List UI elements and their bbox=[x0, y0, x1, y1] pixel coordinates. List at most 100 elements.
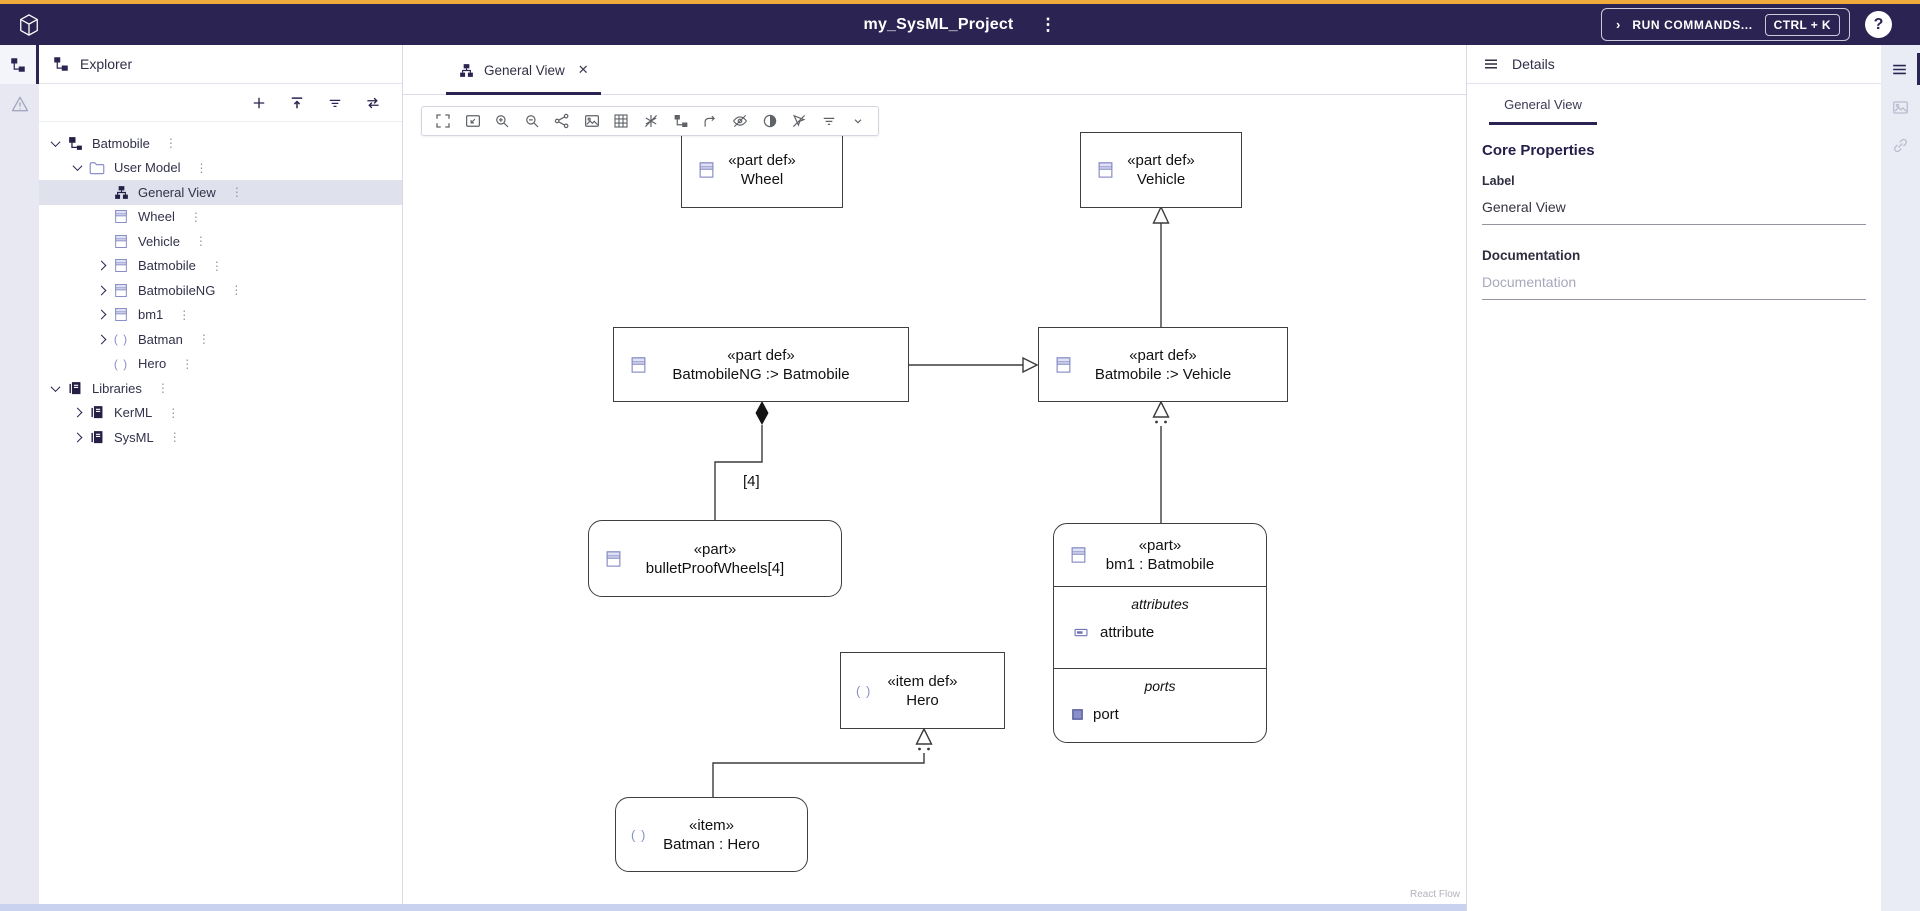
horizontal-scrollbar[interactable] bbox=[0, 904, 1466, 911]
help-button[interactable]: ? bbox=[1865, 11, 1892, 38]
share-button[interactable] bbox=[553, 112, 571, 130]
item-menu-kebab-icon[interactable]: ⋮ bbox=[178, 307, 191, 322]
diagram-canvas[interactable]: [4] «part def» Wheel «part def» bbox=[403, 95, 1466, 904]
item-menu-kebab-icon[interactable]: ⋮ bbox=[194, 234, 207, 249]
core-properties-heading: Core Properties bbox=[1482, 142, 1595, 159]
chevron-right-icon[interactable] bbox=[91, 334, 111, 345]
item-menu-kebab-icon[interactable]: ⋮ bbox=[210, 258, 223, 273]
grid-toggle-button[interactable] bbox=[612, 112, 630, 130]
node-hero[interactable]: ( ) «item def» Hero bbox=[840, 652, 1005, 729]
chevron-right-icon[interactable] bbox=[91, 260, 111, 271]
fit-view-button[interactable] bbox=[464, 112, 482, 130]
item-menu-kebab-icon[interactable]: ⋮ bbox=[168, 430, 181, 445]
details-strip-button[interactable] bbox=[1881, 53, 1920, 85]
chevron-right-icon[interactable] bbox=[67, 432, 87, 443]
tree-item-batmobile-project[interactable]: Batmobile ⋮ bbox=[39, 131, 402, 156]
zoom-in-button[interactable] bbox=[493, 112, 511, 130]
tree-item-vehicle[interactable]: Vehicle ⋮ bbox=[39, 229, 402, 254]
attribute-row[interactable]: attribute bbox=[1054, 624, 1266, 641]
hide-elements-button[interactable] bbox=[731, 112, 749, 130]
node-stereotype: «item» bbox=[688, 816, 735, 834]
tree-item-sysml[interactable]: SysML ⋮ bbox=[39, 425, 402, 450]
zoom-out-button[interactable] bbox=[523, 112, 541, 130]
filter-tree-button[interactable] bbox=[326, 94, 344, 112]
tree-item-hero[interactable]: ( ) Hero ⋮ bbox=[39, 352, 402, 377]
arrow-up-to-bar-icon bbox=[291, 96, 303, 108]
item-parens-icon: ( ) bbox=[113, 332, 129, 347]
run-commands-button[interactable]: › RUN COMMANDS... CTRL + K bbox=[1601, 8, 1850, 41]
app-logo-cube-icon bbox=[18, 13, 40, 37]
image-icon bbox=[1893, 100, 1908, 114]
sync-selection-button[interactable] bbox=[364, 94, 382, 112]
explorer-toolbar bbox=[39, 84, 402, 122]
details-hamburger-icon bbox=[1892, 64, 1906, 74]
pointer-off-button[interactable] bbox=[790, 112, 808, 130]
item-menu-kebab-icon[interactable]: ⋮ bbox=[181, 356, 194, 371]
tree-item-batman[interactable]: ( ) Batman ⋮ bbox=[39, 327, 402, 352]
chevron-right-icon[interactable] bbox=[67, 407, 87, 418]
fullscreen-button[interactable] bbox=[434, 112, 452, 130]
diagram-edges bbox=[712, 205, 1170, 797]
chevron-down-icon[interactable] bbox=[45, 381, 65, 392]
preview-strip-button[interactable] bbox=[1881, 91, 1920, 123]
tree-item-user-model[interactable]: User Model ⋮ bbox=[39, 156, 402, 181]
item-menu-kebab-icon[interactable]: ⋮ bbox=[197, 332, 210, 347]
collapse-all-button[interactable] bbox=[288, 94, 306, 112]
problems-strip-button[interactable] bbox=[0, 84, 39, 123]
node-batmobileng[interactable]: «part def» BatmobileNG :> Batmobile bbox=[613, 327, 909, 402]
tab-general-view[interactable]: General View ✕ bbox=[446, 48, 601, 95]
chevron-right-icon[interactable] bbox=[91, 309, 111, 320]
part-icon bbox=[604, 548, 623, 569]
item-menu-kebab-icon[interactable]: ⋮ bbox=[230, 185, 243, 200]
tree-item-kerml[interactable]: KerML ⋮ bbox=[39, 401, 402, 426]
project-menu-kebab-icon[interactable]: ⋮ bbox=[1039, 14, 1057, 34]
item-menu-kebab-icon[interactable]: ⋮ bbox=[195, 160, 208, 175]
export-image-button[interactable] bbox=[583, 112, 601, 130]
node-bm1[interactable]: «part» bm1 : Batmobile attributes attrib… bbox=[1053, 523, 1267, 743]
contrast-button[interactable] bbox=[761, 112, 779, 130]
close-tab-icon[interactable]: ✕ bbox=[577, 62, 589, 77]
explorer-strip-button[interactable] bbox=[0, 45, 39, 84]
node-vehicle[interactable]: «part def» Vehicle bbox=[1080, 132, 1242, 208]
auto-layout-button[interactable] bbox=[672, 112, 690, 130]
top-bar: my_SysML_Project ⋮ › RUN COMMANDS... CTR… bbox=[0, 0, 1920, 45]
chevron-down-icon[interactable] bbox=[45, 136, 65, 147]
details-tab-general-view[interactable]: General View bbox=[1489, 97, 1597, 125]
chevron-right-icon[interactable] bbox=[91, 285, 111, 296]
documentation-input[interactable]: Documentation bbox=[1482, 274, 1866, 300]
details-menu-icon[interactable] bbox=[1482, 55, 1500, 73]
node-batmobile[interactable]: «part def» Batmobile :> Vehicle bbox=[1038, 327, 1288, 402]
more-tools-chevron-icon[interactable] bbox=[850, 113, 866, 129]
library-icon bbox=[87, 403, 107, 423]
item-menu-kebab-icon[interactable]: ⋮ bbox=[189, 209, 202, 224]
tree-item-wheel[interactable]: Wheel ⋮ bbox=[39, 205, 402, 230]
part-def-icon bbox=[111, 305, 131, 325]
filter-diagram-button[interactable] bbox=[820, 112, 838, 130]
tree-item-batmobileng[interactable]: BatmobileNG ⋮ bbox=[39, 278, 402, 303]
right-activity-strip bbox=[1881, 45, 1920, 911]
tree-item-batmobile[interactable]: Batmobile ⋮ bbox=[39, 254, 402, 279]
chevron-down-icon[interactable] bbox=[67, 161, 87, 172]
relations-strip-button[interactable] bbox=[1881, 129, 1920, 161]
snap-off-button[interactable] bbox=[642, 112, 660, 130]
chevron-right-icon: › bbox=[1616, 17, 1621, 32]
tree-item-general-view[interactable]: General View ⋮ bbox=[39, 180, 402, 205]
multiplicity-label: [4] bbox=[743, 473, 760, 490]
item-menu-kebab-icon[interactable]: ⋮ bbox=[230, 283, 243, 298]
node-name: Batmobile :> Vehicle bbox=[1094, 365, 1232, 383]
edge-routing-button[interactable] bbox=[701, 112, 719, 130]
add-element-button[interactable] bbox=[250, 94, 268, 112]
node-wheel[interactable]: «part def» Wheel bbox=[681, 131, 843, 208]
tree-item-libraries[interactable]: Libraries ⋮ bbox=[39, 376, 402, 401]
part-def-icon bbox=[1096, 160, 1115, 181]
label-input[interactable]: General View bbox=[1482, 199, 1866, 225]
tree-item-bm1[interactable]: bm1 ⋮ bbox=[39, 303, 402, 328]
item-menu-kebab-icon[interactable]: ⋮ bbox=[156, 381, 169, 396]
item-menu-kebab-icon[interactable]: ⋮ bbox=[167, 405, 180, 420]
node-stereotype: «part def» bbox=[727, 346, 795, 364]
node-bulletproofwheels[interactable]: «part» bulletProofWheels[4] bbox=[588, 520, 842, 597]
item-menu-kebab-icon[interactable]: ⋮ bbox=[164, 136, 177, 151]
port-row[interactable]: port bbox=[1054, 706, 1266, 723]
explorer-title: Explorer bbox=[80, 56, 133, 72]
node-batman[interactable]: ( ) «item» Batman : Hero bbox=[615, 797, 808, 872]
